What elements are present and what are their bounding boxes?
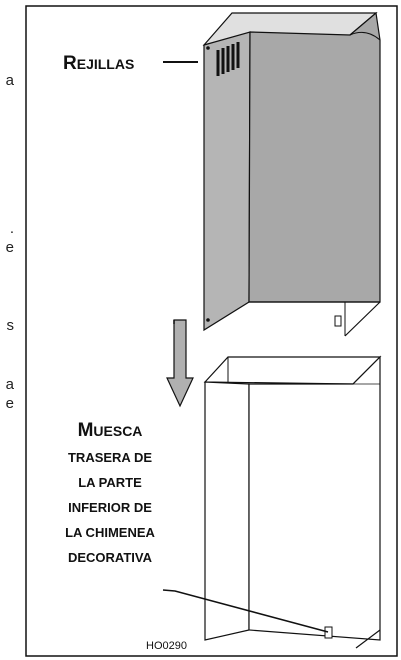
upper-chimney-section [202, 11, 381, 337]
lower-chimney-section [203, 355, 382, 649]
text-fragment: s [6, 317, 15, 334]
muesca-label-line: TRASERA DE [67, 450, 153, 465]
figure-border [25, 5, 398, 657]
text-fragment: a [5, 376, 14, 393]
muesca-label-line: DECORATIVA [67, 550, 153, 565]
figure-code: HO0290 [146, 640, 187, 652]
upper-chimney-left-face [203, 31, 251, 332]
muesca-label-line: LA CHIMENEA [65, 525, 155, 540]
muesca-label: MUESCA TRASERA DE LA PARTE INFERIOR DE L… [40, 420, 180, 565]
rejillas-label: REJILLAS [63, 53, 135, 74]
upper-chimney-front-face [248, 11, 381, 303]
text-fragment: e [5, 395, 14, 412]
muesca-label-line: LA PARTE [78, 475, 142, 490]
text-fragment: a [5, 72, 14, 89]
muesca-leader-line [162, 589, 329, 633]
muesca-label-line: MUESCA [77, 420, 143, 441]
grille-vents [216, 42, 240, 76]
upper-chimney-corner-curl [349, 31, 381, 41]
lower-chimney-top [203, 356, 382, 385]
text-fragment: . [9, 220, 14, 237]
muesca-label-line: INFERIOR DE [68, 500, 152, 515]
down-arrow-icon [166, 319, 194, 408]
upper-notch [334, 315, 342, 327]
text-fragment: e [5, 239, 14, 256]
lower-chimney-front-face [248, 355, 381, 641]
lower-notch [324, 626, 333, 639]
